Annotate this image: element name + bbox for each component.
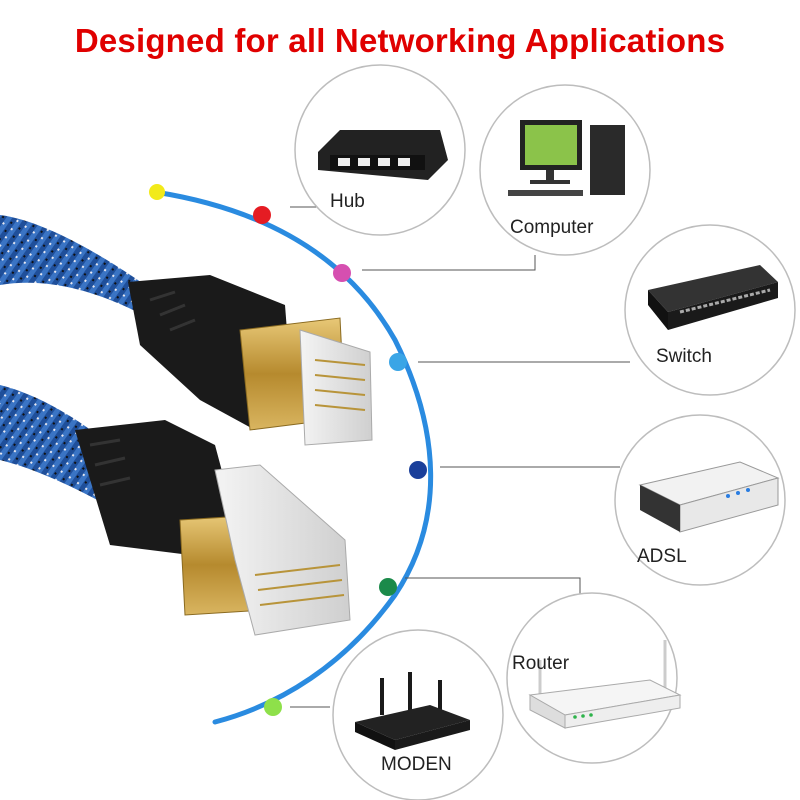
wireless-modem-icon <box>355 672 470 750</box>
leader-lines <box>290 206 630 708</box>
switch-label: Switch <box>656 346 712 367</box>
computer-icon <box>508 120 625 196</box>
adsl-connection-dot <box>409 461 427 479</box>
hub-label: Hub <box>330 191 365 212</box>
ethernet-cable-lower <box>0 385 351 636</box>
router-icon <box>528 640 682 729</box>
connection-arc <box>152 189 434 725</box>
router-connection-dot <box>379 578 397 596</box>
device-router: Router <box>506 592 682 764</box>
arc-end-dot <box>149 184 165 200</box>
device-hub: Hub <box>294 64 466 236</box>
hub-connection-dot <box>253 206 271 224</box>
device-moden: MODEN <box>332 629 504 800</box>
router-label: Router <box>512 653 570 674</box>
adsl-label: ADSL <box>637 546 687 567</box>
page-title: Designed for all Networking Applications <box>74 22 726 59</box>
moden-label: MODEN <box>381 754 452 775</box>
computer-label: Computer <box>510 217 594 238</box>
switch-icon <box>648 265 778 330</box>
switch-connection-dot <box>389 353 407 371</box>
computer-connection-dot <box>333 264 351 282</box>
device-switch: Switch <box>624 224 796 396</box>
device-computer: Computer <box>479 84 651 256</box>
ethernet-cable-upper <box>0 215 373 446</box>
moden-connection-dot <box>264 698 282 716</box>
hub-icon <box>318 130 448 180</box>
device-adsl: ADSL <box>614 414 786 586</box>
adsl-modem-icon <box>638 461 780 533</box>
